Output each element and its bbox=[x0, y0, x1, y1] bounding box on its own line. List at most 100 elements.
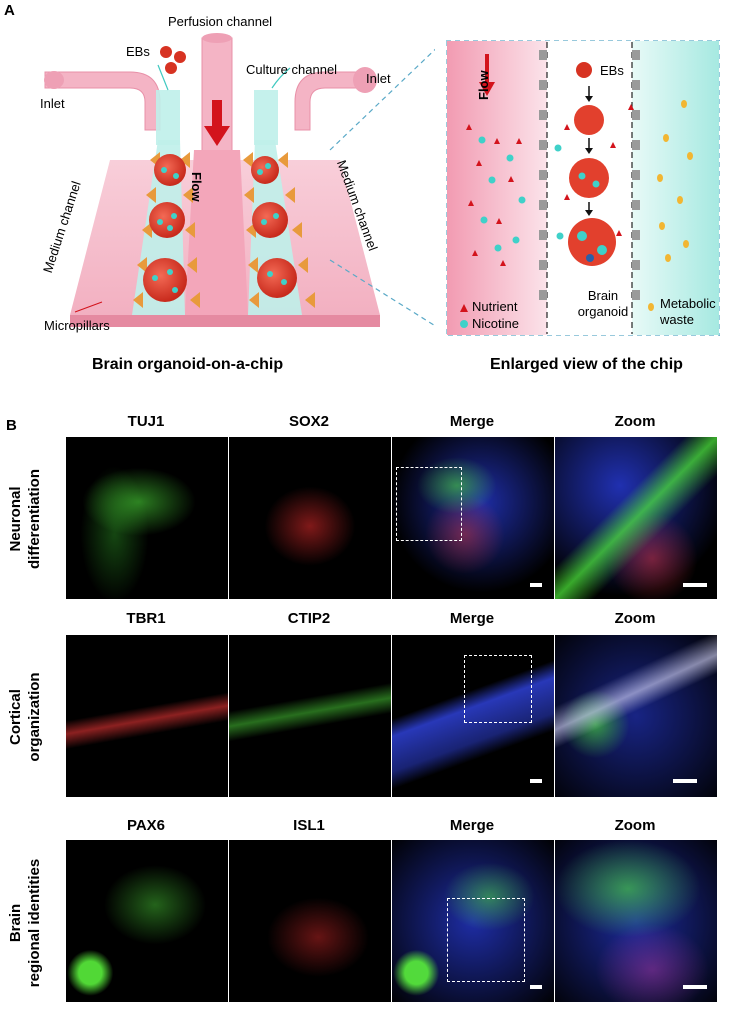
waste-region bbox=[632, 41, 719, 335]
caption-enlarged: Enlarged view of the chip bbox=[490, 356, 683, 373]
legend-nutrient-marker bbox=[460, 304, 468, 312]
chip-illustration bbox=[44, 33, 435, 327]
culture-tube-left bbox=[156, 90, 180, 145]
image-pax6 bbox=[66, 840, 228, 1002]
scale-bar-merge-1 bbox=[530, 583, 542, 587]
organoid-stage-2-dot bbox=[592, 180, 600, 188]
scale-bar-zoom-1 bbox=[683, 583, 707, 587]
enlarged-view bbox=[446, 40, 720, 336]
zoom-connector-top bbox=[329, 48, 435, 151]
scale-bar-merge-3 bbox=[530, 985, 542, 989]
label-culture-channel: Culture channel bbox=[246, 62, 338, 77]
legend-nicotine-marker bbox=[460, 320, 468, 328]
label-inlet-left: Inlet bbox=[40, 96, 65, 111]
nicotine-dots bbox=[478, 136, 564, 252]
progress-arrow-1-head bbox=[585, 96, 593, 102]
enlarged-flow-head bbox=[479, 82, 495, 96]
ebs-pointer-arrow bbox=[157, 64, 169, 91]
progress-arrow-3-head bbox=[585, 210, 593, 216]
caption-chip: Brain organoid-on-a-chip bbox=[92, 356, 284, 373]
zoom-region-box-3 bbox=[447, 898, 525, 982]
metabolic-waste-label-2: waste bbox=[660, 312, 694, 327]
zoom-region-box-2 bbox=[464, 655, 532, 723]
image-merge-1 bbox=[392, 437, 554, 599]
organoid-stage-2 bbox=[569, 158, 609, 198]
image-tbr1 bbox=[66, 635, 228, 797]
enlarged-flow-label: Flow bbox=[476, 70, 491, 100]
header-merge-3: Merge bbox=[449, 817, 495, 834]
label-flow-chip: Flow bbox=[189, 172, 204, 202]
header-zoom-2: Zoom bbox=[614, 610, 656, 627]
progress-arrow-2-head bbox=[585, 148, 593, 154]
flow-arrow-head bbox=[204, 126, 230, 146]
row-label-cortical-line2: organization bbox=[26, 672, 43, 762]
image-merge-3 bbox=[392, 840, 554, 1002]
header-zoom-1: Zoom bbox=[614, 413, 656, 430]
waste-dots bbox=[657, 100, 693, 262]
image-tuj1 bbox=[66, 437, 228, 599]
header-pax6: PAX6 bbox=[126, 817, 166, 834]
brain-organoid-cell bbox=[586, 254, 594, 262]
floating-ebs bbox=[160, 46, 186, 74]
legend-waste-marker bbox=[648, 303, 654, 311]
image-sox2 bbox=[229, 437, 391, 599]
organoid-nicotine-dots bbox=[152, 163, 287, 293]
header-merge-2: Merge bbox=[449, 610, 495, 627]
header-ctip2: CTIP2 bbox=[287, 610, 331, 627]
header-isl1: ISL1 bbox=[293, 817, 325, 834]
brain-organoid-cell bbox=[577, 231, 587, 241]
pillar-blocks bbox=[539, 50, 640, 300]
culture-pointer-arrow bbox=[271, 67, 291, 89]
header-tuj1: TUJ1 bbox=[127, 413, 165, 430]
organoid-stage-2-dot bbox=[578, 172, 586, 180]
eb-small bbox=[576, 62, 592, 78]
chip-base-edge bbox=[70, 315, 380, 327]
brain-organoid-label-2: organoid bbox=[577, 304, 629, 319]
label-perfusion-channel: Perfusion channel bbox=[168, 14, 273, 29]
nutrient-triangles bbox=[466, 104, 634, 266]
header-merge-1: Merge bbox=[449, 413, 495, 430]
row-label-regional-line1: Brain bbox=[7, 903, 24, 943]
image-zoom-3 bbox=[555, 840, 717, 1002]
image-merge-2 bbox=[392, 635, 554, 797]
row-label-neuronal-line2: differentiation bbox=[26, 469, 43, 569]
row-label-neuronal: Neuronal differentiation bbox=[6, 454, 44, 584]
organoids-right bbox=[251, 156, 297, 298]
culture-tube-right bbox=[254, 90, 278, 145]
scale-bar-merge-2 bbox=[530, 779, 542, 783]
row-label-cortical: Cortical organization bbox=[6, 652, 44, 782]
legend-nicotine-label: Nicotine bbox=[472, 316, 519, 331]
header-sox2: SOX2 bbox=[288, 413, 330, 430]
zoom-connector-bottom bbox=[329, 259, 435, 327]
header-zoom-3: Zoom bbox=[614, 817, 656, 834]
perfusion-channel-body bbox=[185, 150, 248, 315]
image-isl1 bbox=[229, 840, 391, 1002]
scale-bar-zoom-3 bbox=[683, 985, 707, 989]
flow-arrow-shaft bbox=[212, 100, 222, 128]
scale-bar-zoom-2 bbox=[673, 779, 697, 783]
micropillar-pointer bbox=[74, 301, 103, 313]
label-ebs: EBs bbox=[126, 44, 150, 59]
metabolic-waste-label-1: Metabolic bbox=[660, 296, 716, 311]
medium-region bbox=[447, 41, 547, 335]
row-label-regional-line2: regional identities bbox=[26, 858, 43, 988]
row-label-neuronal-line1: Neuronal bbox=[7, 486, 24, 552]
image-ctip2 bbox=[229, 635, 391, 797]
organoid-stage-1 bbox=[574, 105, 604, 135]
row-label-regional: Brain regional identities bbox=[6, 858, 44, 988]
row-label-cortical-line1: Cortical bbox=[7, 689, 24, 745]
enlarged-ebs-label: EBs bbox=[600, 63, 624, 78]
brain-organoid-label-1: Brain bbox=[587, 288, 619, 303]
image-zoom-2 bbox=[555, 635, 717, 797]
label-micropillars: Micropillars bbox=[44, 318, 110, 333]
image-zoom-1 bbox=[555, 437, 717, 599]
perfusion-channel-opening bbox=[202, 33, 232, 43]
panel-letter-b: B bbox=[6, 417, 17, 434]
header-tbr1: TBR1 bbox=[126, 610, 166, 627]
left-inlet-opening bbox=[44, 71, 64, 89]
brain-organoid-cell bbox=[597, 245, 607, 255]
legend-nutrient-label: Nutrient bbox=[472, 299, 518, 314]
enlarged-flow-shaft bbox=[485, 54, 489, 84]
label-inlet-right: Inlet bbox=[366, 71, 391, 86]
zoom-region-box-1 bbox=[396, 467, 462, 541]
